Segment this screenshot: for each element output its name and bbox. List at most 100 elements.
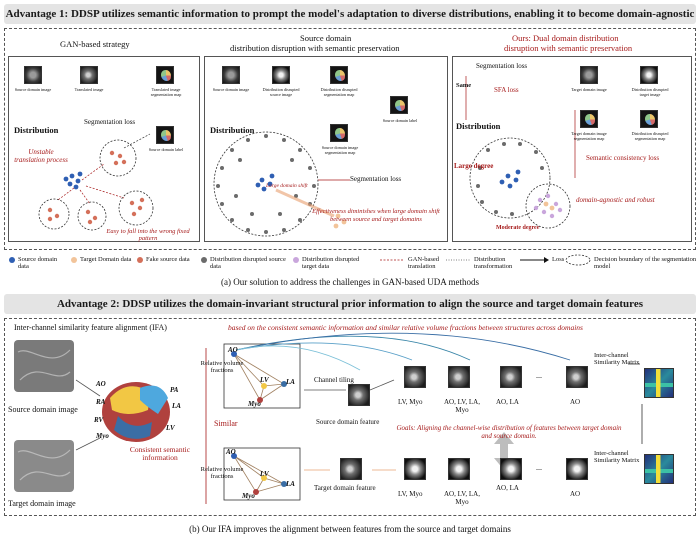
gan-unstable-note: Unstable translation process bbox=[14, 148, 68, 164]
source-channel-label-3: AO, LA bbox=[496, 398, 519, 406]
legend-decision-boundary: Decision boundary of the segmentation mo… bbox=[594, 256, 697, 270]
sdd-disrupted-seg-label: Distribution disrupted segmentation map bbox=[320, 87, 358, 97]
graph-node-myo-target: Myo bbox=[242, 492, 255, 500]
source-channel-4 bbox=[566, 366, 588, 388]
ours-sfa-loss: SFA loss bbox=[494, 86, 519, 94]
sdd-source-seg-label: Source domain image segmentation map bbox=[321, 145, 359, 155]
legend-distribution-transformation: Distribution transformation bbox=[474, 256, 513, 270]
source-channel-2 bbox=[448, 366, 470, 388]
sdd-title-line1: Source domain bbox=[300, 33, 352, 43]
legend-loss: Loss bbox=[552, 256, 565, 263]
sdd-source-label-map bbox=[390, 96, 408, 114]
heart-label-la: LA bbox=[172, 402, 181, 410]
ours-moderate-degree: Moderate degree bbox=[496, 225, 540, 231]
ifa-description: based on the consistent semantic informa… bbox=[228, 323, 583, 332]
ours-semantic-consistency: Semantic consistency loss bbox=[586, 154, 660, 162]
advantage2-banner: Advantage 2: DDSP utilizes the domain-in… bbox=[4, 294, 696, 314]
ours-target-disrupted bbox=[640, 66, 658, 84]
ours-target-seg bbox=[580, 110, 598, 128]
gan-translated-seg bbox=[156, 66, 174, 84]
gan-title: GAN-based strategy bbox=[60, 39, 130, 49]
target-channel-label-4: ... bbox=[536, 463, 542, 472]
gan-source-label-map bbox=[156, 126, 174, 144]
caption-a: (a) Our solution to address the challeng… bbox=[221, 277, 479, 287]
channel-tiling-label: Channel tiling bbox=[314, 376, 354, 384]
source-channel-label-5: AO bbox=[570, 398, 581, 406]
source-domain-image-label: Source domain image bbox=[8, 405, 78, 414]
sdd-disrupted-seg bbox=[330, 66, 348, 84]
matrix-label-target: Inter-channel Similarity Matrix bbox=[594, 450, 640, 464]
graph-node-ao-source: AO bbox=[228, 346, 238, 354]
legend-disrupted-source: Distribution disrupted source data bbox=[210, 256, 286, 270]
target-feature-thumb bbox=[340, 458, 362, 480]
ours-title-line2: disruption with semantic preservation bbox=[504, 43, 633, 53]
heart-label-lv: LV bbox=[166, 424, 175, 432]
sdd-effectiveness-note: Effectiveness diminishes when large doma… bbox=[312, 208, 440, 223]
heart-label-myo: Myo bbox=[96, 432, 109, 440]
target-channel-label-3: AO, LA bbox=[496, 484, 519, 492]
ours-title-line1: Ours: Dual domain distribution bbox=[512, 33, 619, 43]
ours-target-seg-label: Target domain image segmentation map bbox=[571, 131, 607, 141]
gan-easy-fall-note: Easy to fall into the wrong fixed patter… bbox=[106, 228, 190, 242]
ours-target-image bbox=[580, 66, 598, 84]
legend-disrupted-target: Distribution disrupted target data bbox=[302, 256, 360, 270]
target-channel-1 bbox=[404, 458, 426, 480]
target-channel-2 bbox=[448, 458, 470, 480]
sdd-source-image bbox=[222, 66, 240, 84]
target-channel-label-2: AO, LV, LA, Myo bbox=[444, 490, 480, 506]
sdd-panel bbox=[204, 56, 448, 242]
similarity-matrix-target bbox=[644, 454, 674, 484]
target-channel-4 bbox=[566, 458, 588, 480]
legend-source-domain: Source domain data bbox=[18, 256, 58, 270]
consistent-semantic-info: Consistent semantic information bbox=[129, 445, 191, 462]
graph-node-myo-source: Myo bbox=[248, 400, 261, 408]
gan-translated-image-label: Translated image bbox=[74, 87, 104, 92]
ours-same: Same bbox=[456, 82, 472, 89]
relative-volume-source: Relative volume fractions bbox=[200, 360, 244, 374]
target-feature-label: Target domain feature bbox=[314, 484, 376, 492]
sdd-distribution: Distribution bbox=[210, 125, 255, 135]
relative-volume-target: Relative volume fractions bbox=[200, 466, 244, 480]
heart-label-rv: RV bbox=[94, 416, 104, 424]
gan-panel bbox=[8, 56, 200, 242]
sdd-source-image-label: Source domain image bbox=[212, 87, 250, 92]
heart-label-pa: PA bbox=[170, 386, 179, 394]
sdd-source-seg bbox=[330, 124, 348, 142]
sdd-title-line2: distribution disruption with semantic pr… bbox=[230, 43, 400, 53]
source-channel-3 bbox=[500, 366, 522, 388]
target-domain-image-label: Target domain image bbox=[8, 499, 76, 508]
target-channel-3 bbox=[500, 458, 522, 480]
target-channel-label-1: LV, Myo bbox=[398, 490, 423, 498]
sdd-large-shift: Large domain shift bbox=[266, 183, 308, 189]
source-channel-1 bbox=[404, 366, 426, 388]
ifa-title: Inter-channel similarity feature alignme… bbox=[14, 323, 167, 332]
graph-node-lv-target: LV bbox=[260, 470, 269, 478]
graph-node-ao-target: AO bbox=[226, 448, 236, 456]
similar-label: Similar bbox=[214, 419, 238, 428]
gan-distribution: Distribution bbox=[14, 125, 59, 135]
source-feature-label: Source domain feature bbox=[316, 418, 380, 426]
source-feature-thumb bbox=[348, 384, 370, 406]
source-channel-label-1: LV, Myo bbox=[398, 398, 423, 406]
matrix-label-source: Inter-channel Similarity Matrix bbox=[594, 352, 640, 366]
gan-translated-image bbox=[80, 66, 98, 84]
source-channel-label-4: ... bbox=[536, 371, 542, 380]
advantage2-frame bbox=[4, 318, 696, 516]
ours-distribution: Distribution bbox=[456, 121, 501, 131]
advantage1-outer-frame bbox=[4, 28, 696, 250]
legend-target-domain: Target Domain data bbox=[80, 256, 132, 263]
caption-b: (b) Our IFA improves the alignment betwe… bbox=[189, 524, 511, 534]
ours-disrupted-seg-label: Distribution disrupted segmentation map bbox=[631, 131, 669, 141]
gan-source-label: Source domain label bbox=[148, 147, 184, 152]
ours-panel bbox=[452, 56, 692, 242]
gan-translated-seg-label: Translated image segmentation map bbox=[150, 87, 182, 97]
gan-source-image bbox=[24, 66, 42, 84]
ours-target-image-label: Target domain image bbox=[571, 87, 607, 92]
ours-large-degree: Large degree bbox=[454, 162, 494, 170]
graph-node-la-target: LA bbox=[286, 480, 295, 488]
sdd-disrupted-image-label: Distribution disrupted source image bbox=[262, 87, 300, 97]
heart-label-ra: RA bbox=[96, 398, 106, 406]
ours-disrupted-seg bbox=[640, 110, 658, 128]
